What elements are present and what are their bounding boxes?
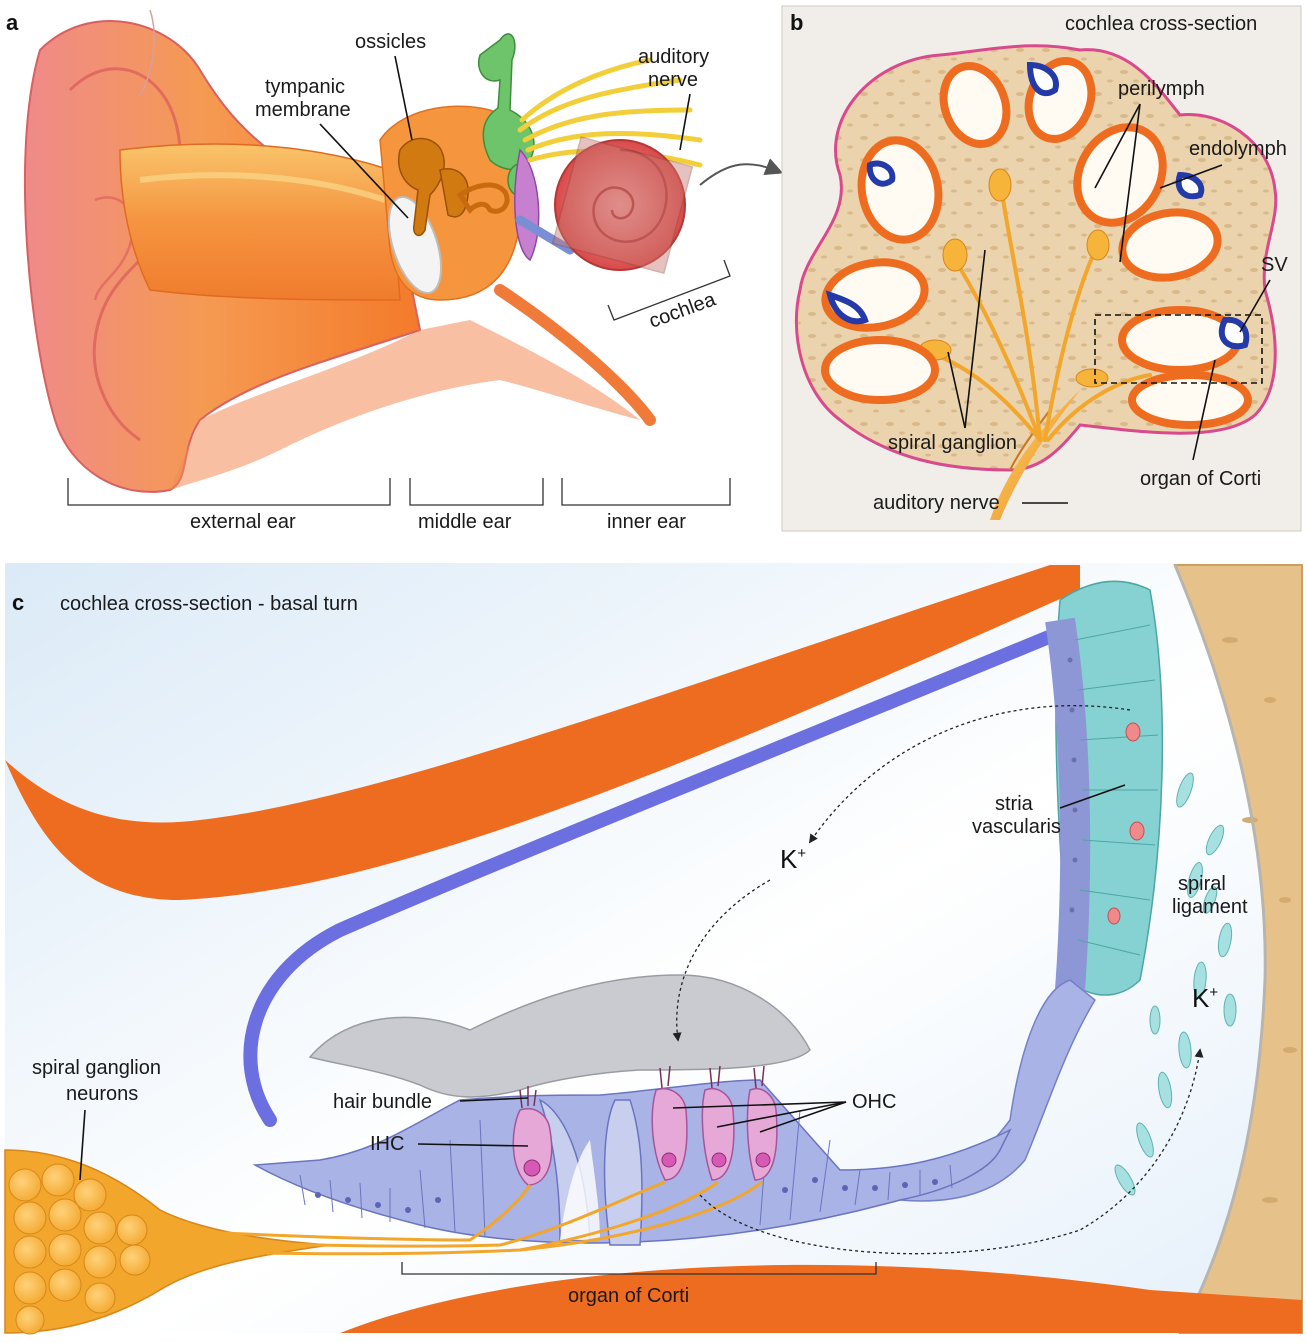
- label-organ-of-corti-c: organ of Corti: [568, 1285, 689, 1307]
- label-auditory-nerve-2: nerve: [648, 69, 698, 91]
- label-endolymph: endolymph: [1189, 138, 1287, 160]
- bracket-middle-ear: [410, 478, 543, 505]
- panel-c-title: cochlea cross-section - basal turn: [60, 593, 358, 615]
- label-ohc: OHC: [852, 1091, 896, 1113]
- panel-a-letter: a: [6, 10, 19, 35]
- stria-vascularis-cells: [1056, 581, 1162, 995]
- k-ion-charge-2: +: [1209, 984, 1218, 1001]
- label-stria-1: stria: [995, 793, 1034, 815]
- label-ihc: IHC: [370, 1133, 404, 1155]
- panel-b-letter: b: [790, 10, 803, 35]
- panel-b-title: cochlea cross-section: [1065, 13, 1257, 35]
- label-external-ear: external ear: [190, 511, 296, 533]
- label-ossicles: ossicles: [355, 31, 426, 53]
- k-ion-symbol-1: K: [780, 844, 798, 874]
- bracket-inner-ear: [562, 478, 730, 505]
- label-spiral-ligament-1: spiral: [1178, 873, 1226, 895]
- label-tympanic-1: tympanic: [265, 76, 345, 98]
- panel-c-letter: c: [12, 590, 24, 615]
- k-ion-charge-1: +: [797, 845, 806, 862]
- zoom-arrow: [700, 164, 780, 185]
- panel-a: a: [6, 10, 780, 533]
- label-sgn-1: spiral ganglion: [32, 1057, 161, 1079]
- k-ion-symbol-2: K: [1192, 983, 1210, 1013]
- label-middle-ear: middle ear: [418, 511, 512, 533]
- label-stria-2: vascularis: [972, 816, 1061, 838]
- label-sgn-2: neurons: [66, 1083, 138, 1105]
- label-inner-ear: inner ear: [607, 511, 686, 533]
- leader-auditory-nerve: [680, 94, 690, 150]
- oval-window: [515, 150, 539, 260]
- label-spiral-ligament-2: ligament: [1172, 896, 1248, 918]
- ear-canal: [120, 144, 400, 300]
- label-auditory-nerve-b: auditory nerve: [873, 492, 1000, 514]
- panel-b: b cochlea cross-section: [782, 6, 1301, 531]
- label-auditory-nerve-1: auditory: [638, 46, 709, 68]
- label-spiral-ganglion: spiral ganglion: [888, 432, 1017, 454]
- label-cochlea: cochlea: [646, 288, 719, 333]
- label-hair-bundle: hair bundle: [333, 1091, 432, 1113]
- label-perilymph: perilymph: [1118, 78, 1205, 100]
- panel-c: c cochlea cross-section - basal turn: [5, 563, 1302, 1334]
- label-organ-of-corti-b: organ of Corti: [1140, 468, 1261, 490]
- label-tympanic-2: membrane: [255, 99, 351, 121]
- label-sv: SV: [1261, 254, 1288, 276]
